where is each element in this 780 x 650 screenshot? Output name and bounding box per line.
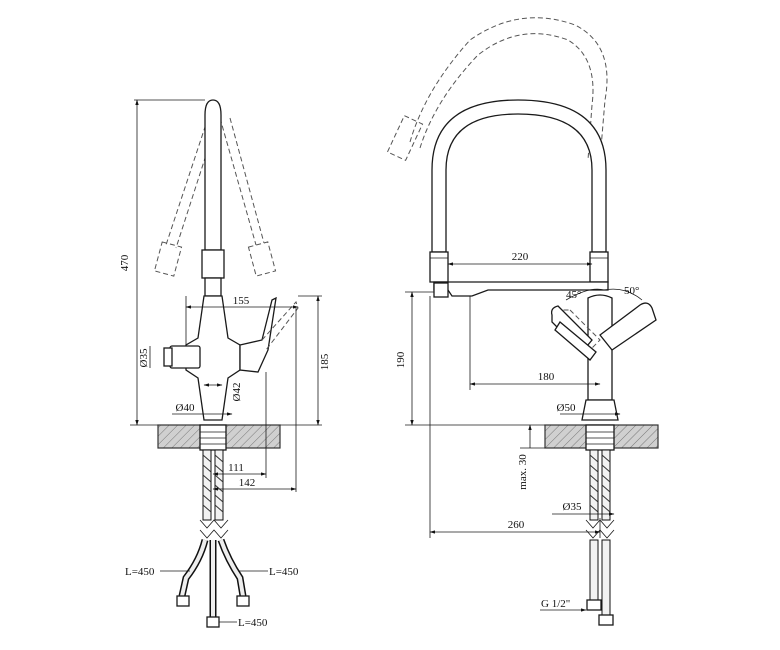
dimensions-right: 220 45° 50° 190 180 Ø50 max. 30 Ø35 260 … <box>395 251 639 612</box>
dim-angle-50: 50° <box>624 285 639 297</box>
dim-dia42: Ø42 <box>231 383 243 402</box>
hoses-right <box>585 449 615 626</box>
right-front-view: 220 45° 50° 190 180 Ø50 max. 30 Ø35 260 … <box>386 17 659 626</box>
faucet-body-front <box>550 288 657 421</box>
dim-180: 180 <box>538 371 555 383</box>
dim-angle-45: 45° <box>566 289 581 301</box>
dim-111: 111 <box>228 462 244 474</box>
hose-label-right: L=450 <box>269 566 299 578</box>
spout-raised-dashed <box>409 17 608 161</box>
dim-260: 260 <box>508 519 525 531</box>
dim-220: 220 <box>512 251 529 263</box>
hoses-left <box>176 449 250 628</box>
dim-dia50: Ø50 <box>557 402 576 414</box>
faucet-body-side <box>163 99 299 421</box>
hose-label-center: L=450 <box>238 617 268 629</box>
dim-470: 470 <box>119 254 131 271</box>
hose-label-left: L=450 <box>125 566 155 578</box>
dim-dia35-right: Ø35 <box>563 501 582 513</box>
arched-spout <box>429 99 609 298</box>
spout-swing-dashed <box>153 117 277 277</box>
dim-190: 190 <box>395 351 407 368</box>
left-side-view: 470 155 185 Ø35 Ø42 Ø40 111 142 L=450 L=… <box>119 99 331 629</box>
dim-max-30: max. 30 <box>517 454 529 490</box>
dim-142: 142 <box>239 477 256 489</box>
dimensions-left: 470 155 185 Ø35 Ø42 Ø40 111 142 L=450 L=… <box>119 99 331 629</box>
dim-thread: G 1/2" <box>541 598 570 610</box>
dim-185: 185 <box>319 353 331 370</box>
dim-dia40: Ø40 <box>176 402 195 414</box>
dim-155: 155 <box>233 295 250 307</box>
dim-dia35-left: Ø35 <box>138 348 150 367</box>
